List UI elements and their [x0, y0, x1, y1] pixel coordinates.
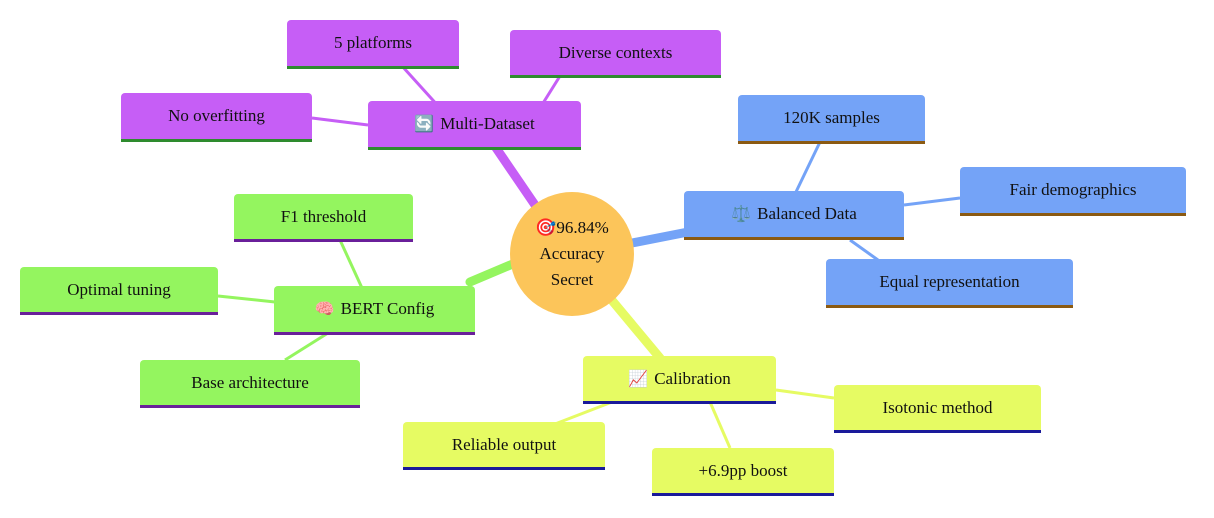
center-line-1: 🎯96.84% [535, 218, 609, 237]
edge-cal-boost [708, 401, 732, 449]
edge-balanced-equal [849, 238, 879, 262]
edge-balanced-120k [793, 141, 822, 195]
leaf-base-architecture[interactable]: Base architecture [140, 360, 360, 408]
leaf-optimal-tuning[interactable]: Optimal tuning [20, 267, 218, 315]
leaf-120k-samples[interactable]: 120K samples [738, 95, 925, 144]
edge-center-balanced-data [627, 227, 693, 248]
leaf-isotonic-method[interactable]: Isotonic method [834, 385, 1041, 433]
edge-bert-base [284, 331, 329, 362]
leaf-reliable-output[interactable]: Reliable output [403, 422, 605, 470]
edge-balanced-fair [903, 196, 961, 207]
branch-label: Multi-Dataset [440, 114, 535, 133]
refresh-icon: 🔄 [414, 116, 435, 133]
edge-bert-f1 [338, 239, 364, 289]
edge-center-calibration [605, 293, 665, 363]
scale-icon: ⚖️ [731, 206, 752, 223]
edge-cal-isotonic [775, 388, 835, 400]
edge-center-multi-dataset [487, 137, 540, 210]
leaf-no-overfitting[interactable]: No overfitting [121, 93, 312, 142]
center-node[interactable]: 🎯96.84% Accuracy Secret [510, 192, 634, 316]
target-icon: 🎯 [535, 218, 557, 237]
branch-bert-config[interactable]: 🧠 BERT Config [274, 286, 475, 335]
branch-label: BERT Config [340, 299, 435, 318]
branch-balanced-data[interactable]: ⚖️ Balanced Data [684, 191, 904, 240]
leaf-boost[interactable]: +6.9pp boost [652, 448, 834, 496]
leaf-fair-demographics[interactable]: Fair demographics [960, 167, 1186, 216]
edge-center-bert-config [465, 258, 520, 287]
center-line-3: Secret [550, 270, 594, 289]
branch-label: Balanced Data [757, 204, 857, 223]
branch-label: Calibration [654, 368, 731, 388]
center-line-2: Accuracy [539, 244, 605, 263]
leaf-f1-threshold[interactable]: F1 threshold [234, 194, 413, 242]
branch-multi-dataset[interactable]: 🔄 Multi-Dataset [368, 101, 581, 150]
leaf-diverse-contexts[interactable]: Diverse contexts [510, 30, 721, 78]
leaf-equal-representation[interactable]: Equal representation [826, 259, 1073, 308]
chart-up-icon: 📈 [628, 370, 649, 388]
edge-multi-overfitting [311, 116, 369, 127]
edge-bert-tuning [217, 294, 276, 304]
branch-calibration[interactable]: 📈 Calibration [583, 356, 776, 404]
brain-icon: 🧠 [314, 301, 335, 318]
leaf-5-platforms[interactable]: 5 platforms [287, 20, 459, 69]
edge-cal-reliable [554, 400, 613, 426]
